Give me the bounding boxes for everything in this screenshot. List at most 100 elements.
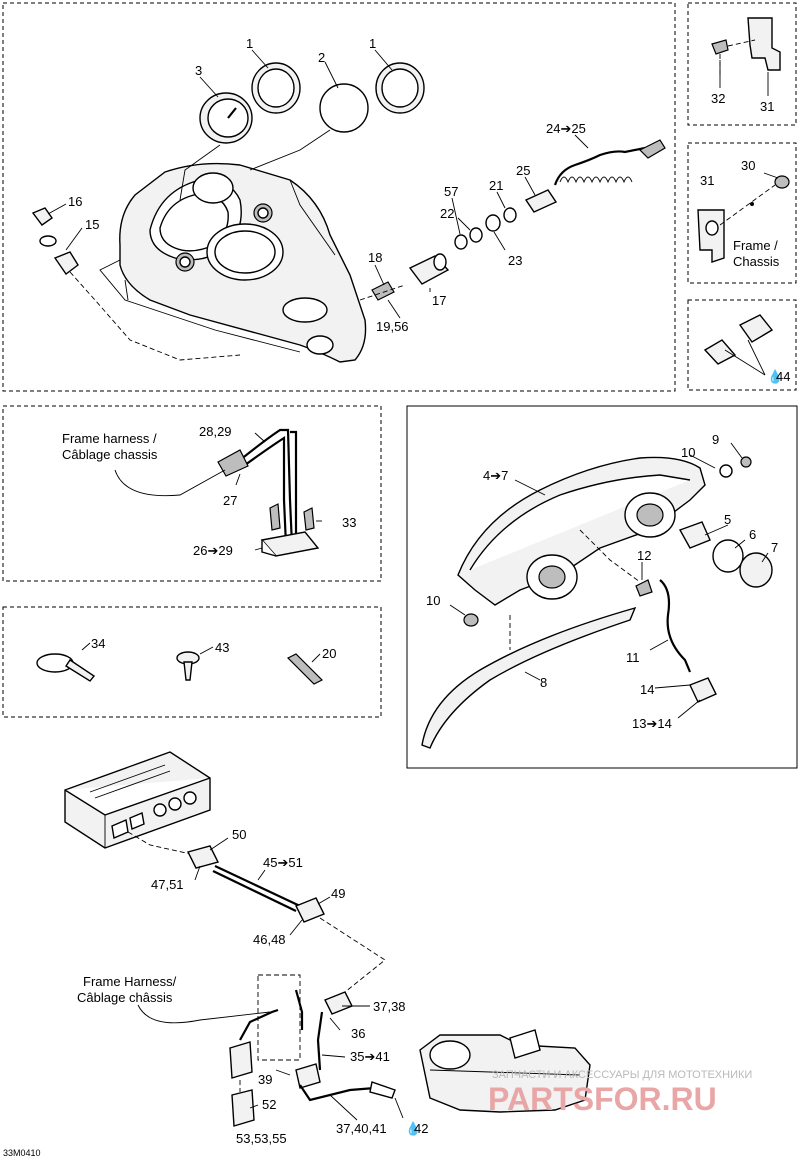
spacer-20: [286, 653, 324, 685]
label-3: 3: [195, 63, 202, 78]
label-frame-harness-2: Frame Harness/: [83, 974, 177, 989]
screw-30: [774, 175, 790, 189]
switch-52: [231, 1089, 255, 1127]
label-12: 12: [637, 548, 651, 563]
label-45-51: 45➔51: [263, 855, 303, 870]
label-2: 2: [318, 50, 325, 65]
label-25: 25: [516, 163, 530, 178]
label-7: 7: [771, 540, 778, 555]
panel-screw-frame: [687, 142, 797, 284]
label-22: 22: [440, 206, 454, 221]
label-19-56: 19,56: [376, 319, 409, 334]
lens-strip-8: [421, 606, 637, 749]
cable-tie-34: [36, 653, 96, 682]
label-8: 8: [540, 675, 547, 690]
label-31a: 31: [760, 99, 774, 114]
label-4-7: 4➔7: [483, 468, 508, 483]
label-39: 39: [258, 1072, 272, 1087]
label-frame-harness: Frame harness /: [62, 431, 157, 446]
label-52: 52: [262, 1097, 276, 1112]
label-frame-1: Frame /: [733, 238, 778, 253]
label-31b: 31: [700, 173, 714, 188]
label-46-48: 46,48: [253, 932, 286, 947]
label-9: 9: [712, 432, 719, 447]
cap-7: [739, 552, 773, 588]
label-16: 16: [68, 194, 82, 209]
label-26-29: 26➔29: [193, 543, 233, 558]
label-27: 27: [223, 493, 237, 508]
label-28-29: 28,29: [199, 424, 232, 439]
panel-connector: [687, 299, 797, 391]
panel-frame-harness: [2, 405, 382, 582]
label-15: 15: [85, 217, 99, 232]
watermark-tagline: ЗАПЧАСТИ И АКСЕССУАРЫ ДЛЯ МОТОТЕХНИКИ: [492, 1069, 752, 1081]
label-cablage-chassis-2: Câblage châssis: [77, 990, 173, 1005]
label-44: 44: [776, 369, 790, 384]
label-37-38: 37,38: [373, 999, 406, 1014]
label-5: 5: [724, 512, 731, 527]
bulb-5: [678, 521, 711, 549]
label-24-25: 24➔25: [546, 121, 586, 136]
label-20: 20: [322, 646, 336, 661]
brake-master-cylinder: [419, 1029, 591, 1113]
harness-27: [217, 428, 298, 546]
cable-harness-coil: [553, 139, 666, 186]
instrument-housing: [99, 162, 367, 363]
connector-37-40-41: [295, 1063, 321, 1089]
label-oil-44: 💧: [767, 369, 783, 384]
label-10b: 10: [426, 593, 440, 608]
label-57: 57: [444, 184, 458, 199]
clip-31b: [697, 209, 725, 263]
push-rivet-43: [176, 651, 200, 681]
switch-15: [53, 251, 79, 275]
connector-18: [371, 281, 395, 301]
label-32: 32: [711, 91, 725, 106]
drawing-code: 33M0410: [3, 1148, 41, 1158]
label-17: 17: [432, 293, 446, 308]
label-21: 21: [489, 178, 503, 193]
label-47-51: 47,51: [151, 877, 184, 892]
label-35-41: 35➔41: [350, 1049, 390, 1064]
connector-44: [703, 339, 737, 365]
label-43: 43: [215, 640, 229, 655]
connector-37-38: [324, 991, 353, 1015]
panel-gauge-cluster: [2, 2, 676, 392]
clip-31: [747, 17, 781, 71]
panel-headlight: [406, 405, 798, 769]
screw-32: [711, 39, 729, 55]
gauge-lens: [319, 83, 369, 133]
label-chassis-1: Chassis: [733, 254, 780, 269]
frame-outline: [257, 974, 301, 1061]
panel-hardware: [2, 606, 382, 718]
label-53-53-55: 53,53,55: [236, 1131, 287, 1146]
label-13-14: 13➔14: [632, 716, 672, 731]
label-23: 23: [508, 253, 522, 268]
control-module: [64, 751, 211, 849]
connector-50: [186, 845, 220, 869]
label-14: 14: [640, 682, 654, 697]
label-oil-42: 💧: [405, 1121, 421, 1136]
label-10a: 10: [681, 445, 695, 460]
connector-49: [295, 897, 325, 923]
bezel-ring-left: [251, 62, 301, 114]
bezel-ring-right: [375, 62, 425, 114]
label-49: 49: [331, 886, 345, 901]
panel-clip: [687, 2, 797, 126]
label-6: 6: [749, 527, 756, 542]
label-34: 34: [91, 636, 105, 651]
connector-25: [524, 189, 558, 213]
switch-39: [229, 1041, 253, 1079]
label-42: 42: [414, 1121, 428, 1136]
label-30: 30: [741, 158, 755, 173]
label-1a: 1: [246, 36, 253, 51]
watermark-logo: PARTSFOR.RU: [488, 1081, 717, 1117]
label-18: 18: [368, 250, 382, 265]
gauge-speedometer: [199, 92, 253, 144]
bulb-socket-16: [31, 207, 53, 226]
label-50: 50: [232, 827, 246, 842]
label-cablage-chassis: Câblage chassis: [62, 447, 158, 462]
label-11: 11: [626, 650, 640, 665]
grommet-12: [635, 579, 653, 597]
socket-13-14: [689, 677, 717, 703]
